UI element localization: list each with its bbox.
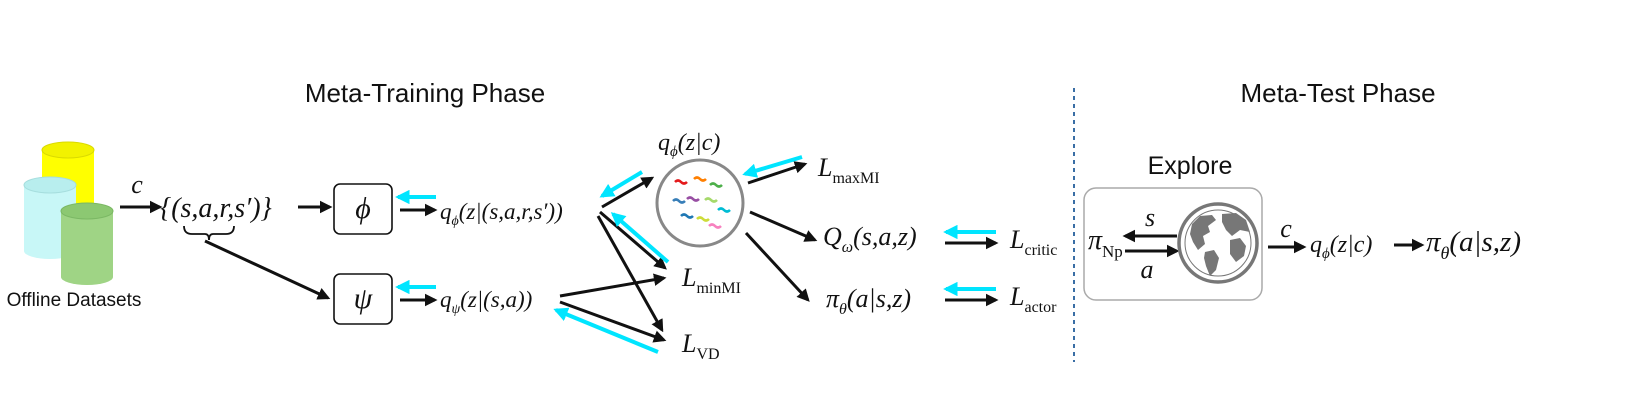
latent-clusters — [672, 176, 731, 229]
transition-brace — [183, 225, 235, 241]
psi-symbol: ψ — [354, 282, 374, 315]
test-policy: πθ(a|s,z) — [1426, 226, 1521, 263]
vd-gradient-arrow — [553, 307, 659, 354]
latent-cluster — [672, 198, 686, 204]
q-psi-state-action: qψ(z|(s,a)) — [440, 287, 532, 317]
latent-cluster — [680, 213, 694, 219]
phi-encoder-box — [333, 183, 393, 235]
critic-network: Qω(s,a,z) — [823, 222, 917, 256]
qphi-to-vd-arrow — [596, 215, 664, 333]
brace-to-psi-arrow — [204, 239, 331, 300]
maxmi-gradient-arrow — [742, 155, 803, 178]
minmi-gradient-arrow — [610, 212, 670, 264]
transition-set: {(s,a,r,s′)} — [160, 193, 272, 224]
qpsi-to-minmi-arrow — [559, 273, 667, 298]
latent-cluster — [674, 179, 688, 185]
training-phase-title: Meta-Training Phase — [305, 78, 545, 108]
action-symbol: a — [1141, 255, 1154, 284]
latent-gradient-arrow — [599, 170, 644, 198]
qpsi-to-vd-arrow — [559, 300, 667, 343]
latent-cluster — [717, 207, 731, 213]
test-context-symbol: c — [1280, 214, 1292, 243]
datasets-label: Offline Datasets — [7, 290, 142, 311]
loss-maxmi: LmaxMI — [817, 153, 880, 187]
latent-to-actor-arrow — [744, 231, 810, 302]
latent-cluster — [693, 176, 707, 182]
q-phi-transition: qϕ(z|(s,a,r,s′)) — [440, 199, 563, 229]
latent-cluster — [708, 223, 722, 229]
phi-symbol: ϕ — [355, 192, 371, 225]
exploration-policy: πNp — [1088, 225, 1123, 261]
qphi-to-latent-arrow — [601, 176, 655, 209]
latent-cluster — [686, 196, 700, 202]
latent-cluster — [709, 182, 723, 188]
loss-vd: LVD — [681, 329, 720, 363]
test-phase-title: Meta-Test Phase — [1240, 78, 1435, 108]
explore-label: Explore — [1148, 152, 1233, 180]
latent-posterior-label: qϕ(z|c) — [658, 130, 720, 160]
latent-cluster — [704, 197, 718, 203]
psi-encoder-box — [333, 273, 393, 325]
dataset-cylinder-green — [60, 202, 114, 285]
latent-cluster — [696, 216, 710, 222]
datasets-cylinders-icon — [23, 141, 114, 285]
environment-globe-icon — [1177, 202, 1259, 284]
latent-space-circle — [655, 158, 745, 248]
state-symbol: s — [1145, 203, 1155, 232]
test-posterior: qϕ(z|c) — [1310, 232, 1372, 262]
actor-network: πθ(a|s,z) — [826, 284, 911, 318]
qphi-to-minmi-arrow — [599, 210, 667, 270]
loss-actor: Lactor — [1009, 282, 1057, 316]
loss-minmi: LminMI — [681, 263, 741, 297]
latent-to-maxmi-arrow — [747, 161, 808, 185]
latent-to-critic-arrow — [749, 210, 818, 242]
loss-critic: Lcritic — [1009, 225, 1057, 259]
context-symbol: c — [131, 170, 143, 199]
